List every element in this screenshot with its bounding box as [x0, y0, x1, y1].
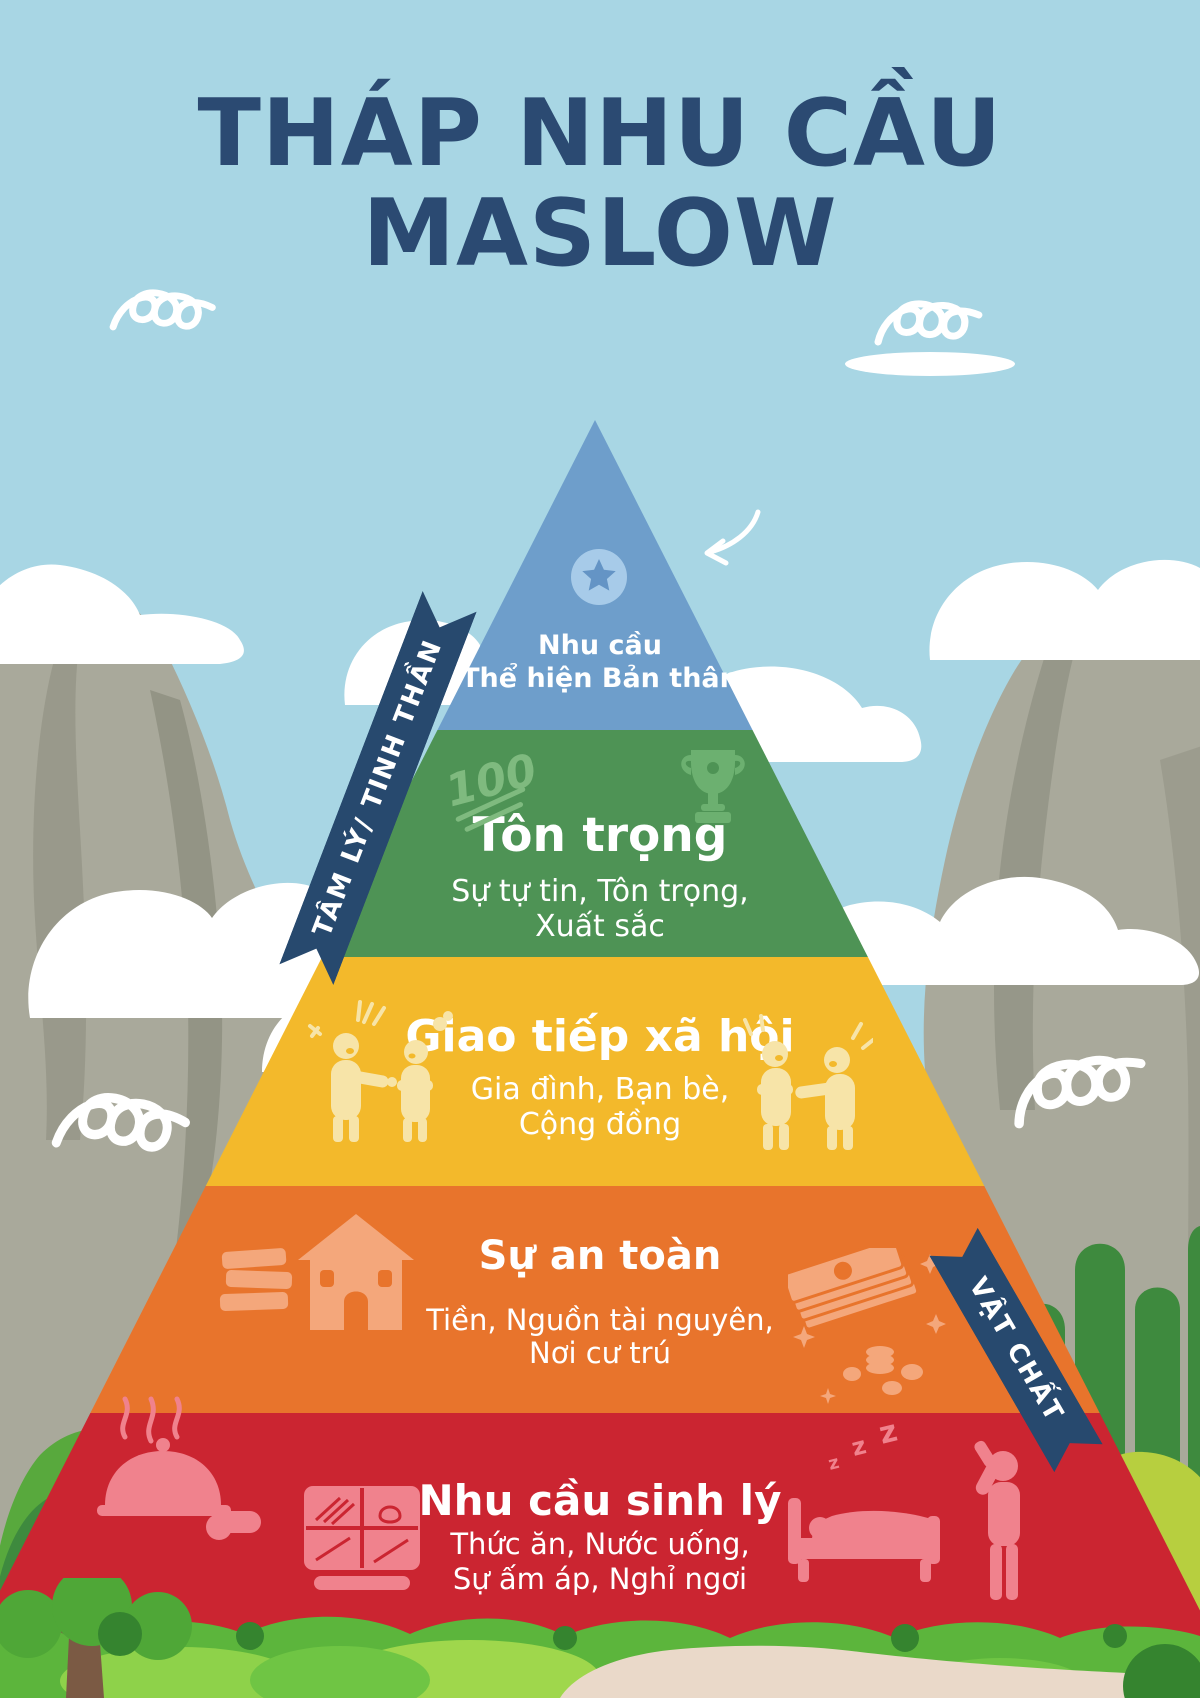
- sleeping-bed-icon: z z z: [788, 1420, 940, 1582]
- level5-heading: Nhu cầu sinh lý: [418, 1476, 782, 1525]
- svg-text:z: z: [875, 1420, 900, 1452]
- level1-title-line2: Thể hiện Bản thân: [461, 663, 739, 694]
- svg-text:z: z: [826, 1452, 841, 1475]
- trophy-icon: [681, 750, 745, 823]
- star-badge-icon: [571, 549, 627, 605]
- level4-subtitle-line1: Tiền, Nguồn tài nguyên,: [426, 1303, 774, 1337]
- curved-arrow-icon: [704, 509, 761, 566]
- level2-heading: Tôn trọng: [472, 808, 728, 863]
- level2-subtitle-line1: Sự tự tin, Tôn trọng,: [451, 874, 749, 909]
- level3-heading: Giao tiếp xã hội: [405, 1011, 795, 1062]
- poster-title-line1: THÁP NHU CẦU: [197, 79, 1003, 187]
- drinking-person-icon: [974, 1440, 1020, 1600]
- level4-heading: Sự an toàn: [478, 1233, 722, 1279]
- poster-title: THÁP NHU CẦU MASLOW: [0, 79, 1200, 287]
- books-icon: [219, 1248, 293, 1312]
- level3-subtitle-line1: Gia đình, Bạn bè,: [470, 1072, 730, 1107]
- walking-path: [560, 1645, 1200, 1698]
- level2-subtitle-line2: Xuất sắc: [535, 909, 665, 944]
- squiggle-top-left-icon: [109, 289, 216, 331]
- hundred-points-icon: 100: [440, 744, 542, 832]
- level3-subtitle-line2: Cộng đồng: [518, 1107, 682, 1142]
- house-icon: [298, 1214, 414, 1330]
- svg-text:z: z: [849, 1431, 869, 1462]
- level1-title-line1: Nhu cầu: [538, 630, 662, 661]
- level5-subtitle-line2: Sự ấm áp, Nghỉ ngơi: [452, 1562, 748, 1596]
- lunchbox-icon: [304, 1486, 420, 1590]
- money-coins-icon: [788, 1248, 946, 1404]
- poster-title-line2: MASLOW: [362, 178, 838, 287]
- squiggle-top-right-icon: [874, 300, 983, 346]
- level4-subtitle-line2: Nơi cư trú: [529, 1336, 671, 1370]
- food-cloche-icon: [97, 1396, 261, 1540]
- arguing-people-icon: [308, 1000, 453, 1142]
- level5-subtitle-line1: Thức ăn, Nước uống,: [450, 1527, 750, 1561]
- cloud-wisp: [845, 352, 1015, 376]
- talking-people-icon: [743, 1014, 873, 1150]
